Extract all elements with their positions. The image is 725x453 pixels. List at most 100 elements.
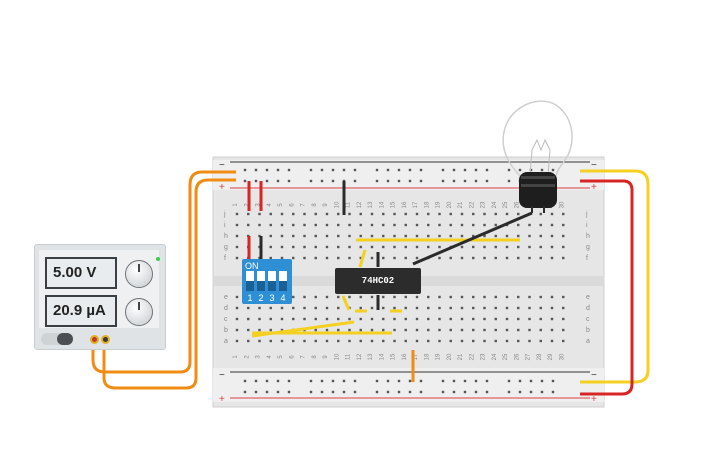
column-number: 3 <box>256 355 262 359</box>
row-letter: a <box>586 338 590 345</box>
column-number: 2 <box>244 355 250 359</box>
row-letter: j <box>585 211 588 218</box>
column-number: 10 <box>334 353 340 360</box>
row-letter: f <box>586 255 588 262</box>
voltage-knob-icon[interactable] <box>125 260 153 288</box>
dip-number-2: 2 <box>258 293 264 303</box>
column-number: 6 <box>289 355 295 359</box>
column-number: 26 <box>514 201 520 208</box>
breadboard-holes[interactable] <box>235 168 565 394</box>
column-number: 13 <box>368 353 374 360</box>
column-number: 3 <box>256 203 262 207</box>
column-number: 24 <box>492 201 498 208</box>
row-letter: j <box>223 211 226 218</box>
column-number: 25 <box>503 201 509 208</box>
column-number: 15 <box>391 353 397 360</box>
column-number: 17 <box>413 353 419 360</box>
red-wire-right[interactable] <box>580 179 634 396</box>
column-number: 17 <box>413 201 419 208</box>
column-number: 23 <box>481 201 487 208</box>
column-number: 20 <box>447 201 453 208</box>
column-number: 1 <box>233 203 239 207</box>
rail-plus-top-right: + <box>591 182 597 193</box>
dip-number-1: 1 <box>247 293 253 303</box>
yellow-wire-right[interactable] <box>580 169 650 384</box>
dip-switch-4-toggle[interactable] <box>279 271 287 291</box>
column-number: 20 <box>447 353 453 360</box>
row-letter: i <box>224 222 226 229</box>
dip-number-3: 3 <box>269 293 275 303</box>
dip-on-label: ON <box>245 261 259 271</box>
column-number: 22 <box>469 201 475 208</box>
column-number: 21 <box>458 353 464 360</box>
power-switch-toggle-switch-icon[interactable] <box>41 333 73 345</box>
column-number: 7 <box>301 355 307 359</box>
yellow-wire-chip-up[interactable] <box>358 249 367 268</box>
light-bulb-icon[interactable] <box>502 100 573 208</box>
logic-chip[interactable]: 74HC02 <box>335 268 421 294</box>
positive-terminal[interactable] <box>90 335 99 344</box>
rail-minus-top-left: − <box>219 160 225 171</box>
column-number: 12 <box>357 353 363 360</box>
column-number: 7 <box>301 203 307 207</box>
column-number: 19 <box>436 201 442 208</box>
dip-switch-2-toggle[interactable] <box>257 271 265 291</box>
column-number: 14 <box>379 201 385 208</box>
column-number: 25 <box>503 353 509 360</box>
negative-terminal[interactable] <box>101 335 110 344</box>
current-display: 20.9 µA <box>45 295 117 327</box>
column-number: 16 <box>402 353 408 360</box>
row-letter: e <box>224 294 228 301</box>
column-number: 5 <box>278 203 284 207</box>
column-number: 9 <box>323 203 329 207</box>
rail-minus-bottom-left: − <box>219 370 225 381</box>
column-number: 4 <box>267 355 273 359</box>
column-number: 10 <box>334 201 340 208</box>
column-number: 28 <box>537 353 543 360</box>
row-letter: g <box>586 244 590 251</box>
column-number: 11 <box>346 201 352 208</box>
column-number: 2 <box>244 203 250 207</box>
column-number: 29 <box>548 353 554 360</box>
column-number: 9 <box>323 355 329 359</box>
chip-label: 74HC02 <box>361 276 395 286</box>
column-number: 18 <box>424 353 430 360</box>
row-letter: d <box>224 305 228 312</box>
column-number: 8 <box>312 355 318 359</box>
column-number: 30 <box>559 353 565 360</box>
column-number: 16 <box>402 201 408 208</box>
bottom-rail-strip <box>213 368 604 402</box>
column-number: 24 <box>492 353 498 360</box>
column-number: 19 <box>436 353 442 360</box>
row-letter: c <box>586 316 590 323</box>
column-number: 4 <box>267 203 273 207</box>
column-number: 22 <box>469 353 475 360</box>
orange-wire-1[interactable] <box>91 170 236 374</box>
row-letter: h <box>586 233 590 240</box>
power-supply[interactable]: 5.00 V 20.9 µA <box>34 244 166 350</box>
dip-switch[interactable]: ON 1 2 3 4 <box>242 259 292 304</box>
row-letter: b <box>586 327 590 334</box>
row-letter: d <box>586 305 590 312</box>
column-number: 12 <box>357 201 363 208</box>
row-letter: e <box>586 294 590 301</box>
dip-switch-1-toggle[interactable] <box>246 271 254 291</box>
black-wire-to-lamp[interactable] <box>412 211 533 266</box>
yellow-wire-short-1[interactable] <box>341 295 351 311</box>
column-number: 27 <box>526 353 532 360</box>
rail-minus-bottom-right: − <box>591 370 597 381</box>
dip-switch-3-toggle[interactable] <box>268 271 276 291</box>
rail-plus-bottom-right: + <box>591 394 597 405</box>
row-letter: h <box>224 233 228 240</box>
row-letter: f <box>224 255 226 262</box>
orange-wire-2[interactable] <box>102 178 236 390</box>
row-letter: i <box>586 222 588 229</box>
rail-plus-top-left: + <box>219 182 225 193</box>
dip-number-4: 4 <box>280 293 286 303</box>
column-number: 30 <box>559 201 565 208</box>
current-knob-icon[interactable] <box>125 298 153 326</box>
column-number: 5 <box>278 355 284 359</box>
